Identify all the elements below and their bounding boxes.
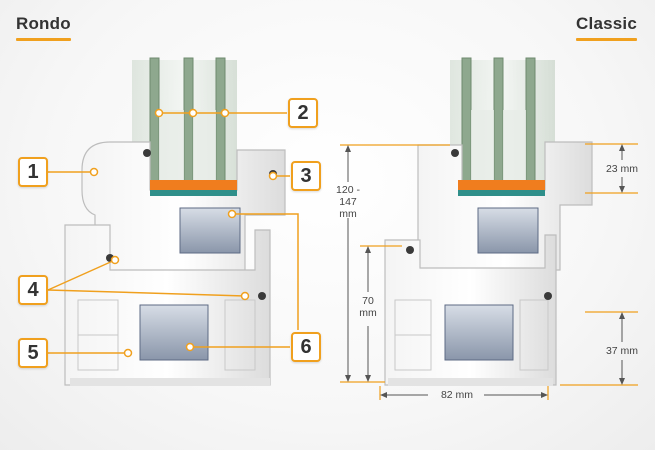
dimension-frame-height: 70 mm <box>359 295 377 319</box>
classic-title-underline <box>576 38 637 41</box>
dimension-glass-depth: 120 - 147 mm <box>336 184 360 220</box>
callout-4: 4 <box>18 275 48 305</box>
classic-title: Classic <box>576 14 637 33</box>
dimension-extension-lines <box>340 143 638 400</box>
dimension-bead-height: 23 mm <box>605 163 639 175</box>
rondo-title-underline <box>16 38 71 41</box>
callout-1: 1 <box>18 157 48 187</box>
rondo-heading: Rondo <box>16 14 71 41</box>
classic-glass-unit <box>450 57 555 184</box>
classic-heading: Classic <box>576 14 637 41</box>
callout-6: 6 <box>291 332 321 362</box>
rondo-thermal-insert <box>150 180 237 192</box>
dimension-sill-height: 37 mm <box>605 345 639 357</box>
callout-5: 5 <box>18 338 48 368</box>
dimension-frame-width: 82 mm <box>440 389 474 401</box>
rondo-profile <box>64 57 286 386</box>
callout-2: 2 <box>288 98 318 128</box>
classic-profile <box>384 57 593 386</box>
callout-dots <box>89 108 278 358</box>
callout-3: 3 <box>291 161 321 191</box>
rondo-title: Rondo <box>16 14 71 33</box>
